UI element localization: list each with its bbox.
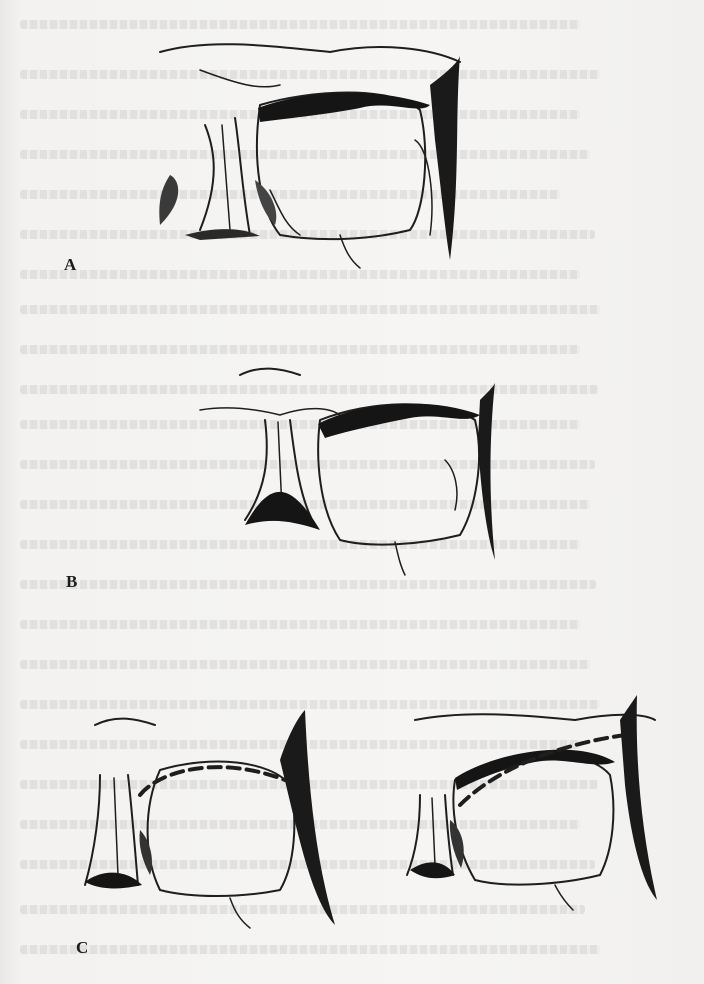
panel-label-b: B (66, 572, 77, 592)
panel-label-c: C (76, 938, 88, 958)
panel-b-drawing (190, 360, 510, 580)
panel-a-drawing (130, 30, 510, 270)
panel-c-left-drawing (70, 700, 360, 950)
panel-c-right-drawing (395, 690, 695, 930)
panel-label-a: A (64, 255, 76, 275)
